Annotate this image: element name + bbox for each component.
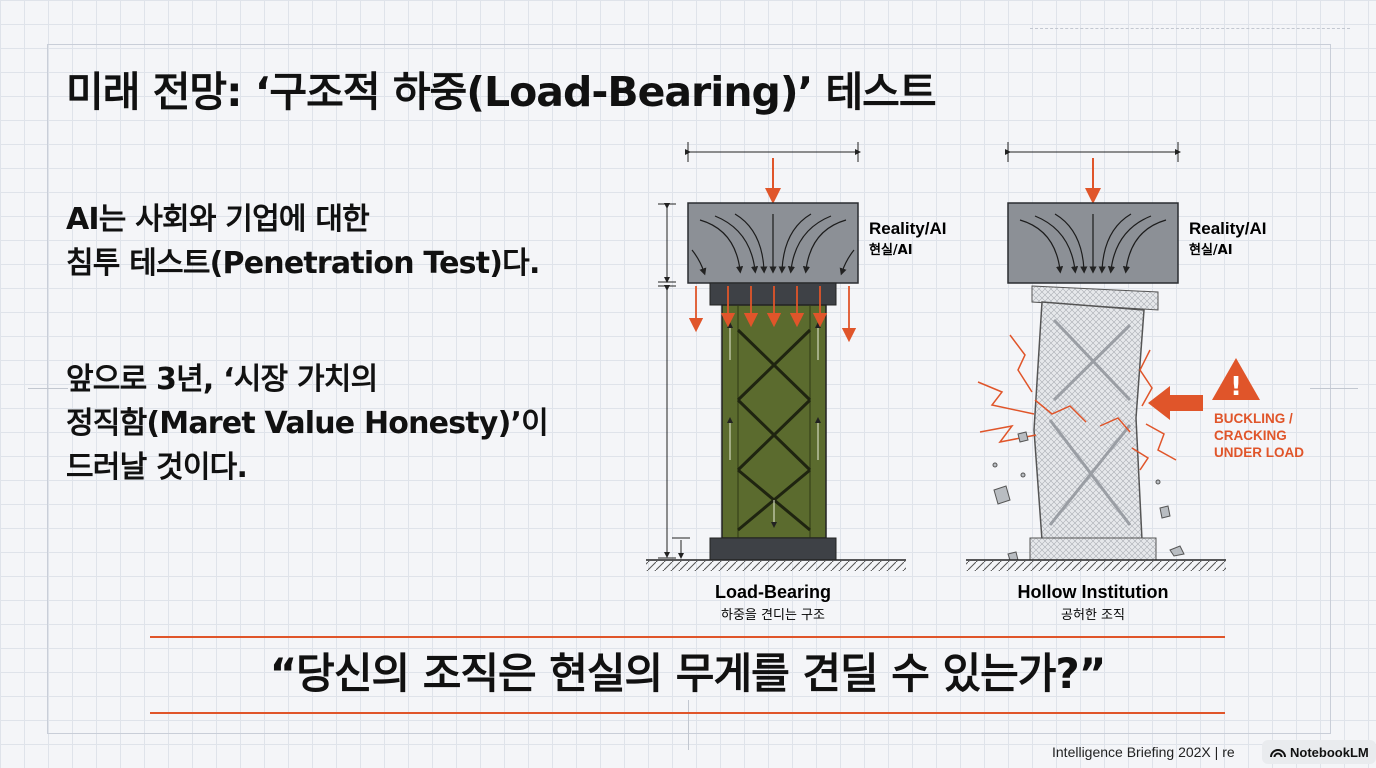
load-transfer-arrows (688, 286, 857, 343)
paragraph-line: 드러날 것이다. (66, 450, 248, 485)
paragraph-market-honesty: 앞으로 3년, ‘시장 가치의 정직함(Maret Value Honesty)… (66, 358, 549, 490)
load-bearing-structure: Reality/AI 현실/AI Load-Bearing 하중을 견디는 구조 (646, 142, 946, 623)
dimension-line (685, 142, 861, 162)
debris (992, 431, 1185, 561)
quote-rule-top (150, 636, 1225, 638)
dimension-line (1005, 142, 1181, 162)
ground-hatch (966, 561, 1226, 571)
base-plate (1029, 537, 1157, 561)
structural-load-diagram: Reality/AI 현실/AI Load-Bearing 하중을 견디는 구조 (646, 142, 1304, 623)
left-caption-ko: 하중을 견디는 구조 (721, 608, 825, 623)
guide-line (688, 700, 689, 750)
internal-force-arrows (727, 322, 821, 528)
quote-rule-bottom (150, 712, 1225, 714)
paragraph-line: AI는 사회와 기업에 대한 (66, 202, 370, 237)
paragraph-line: 정직함(Maret Value Honesty)’이 (66, 406, 549, 441)
left-load-label-ko: 현실/AI (869, 242, 913, 258)
paragraph-penetration-test: AI는 사회와 기업에 대한 침투 테스트(Penetration Test)다… (66, 198, 540, 286)
hollow-institution-structure: ! BUCKLING / CRACKING UNDER LOAD Reality… (966, 142, 1304, 623)
left-load-label-en: Reality/AI (869, 219, 946, 238)
load-flow-lines (691, 213, 855, 276)
warning-line: UNDER LOAD (1214, 445, 1304, 460)
crack-lines (977, 334, 1177, 471)
slide-title: 미래 전망: ‘구조적 하중(Load-Bearing)’ 테스트 (66, 68, 937, 116)
right-caption-ko: 공허한 조직 (1061, 608, 1125, 623)
buckling-force-arrow (1148, 386, 1203, 420)
left-caption-en: Load-Bearing (715, 582, 831, 602)
column-inner-lines (737, 305, 811, 538)
paragraph-line: 침투 테스트(Penetration Test)다. (66, 246, 540, 281)
warning-line: CRACKING (1214, 428, 1287, 443)
paragraph-line: 앞으로 3년, ‘시장 가치의 (66, 362, 378, 397)
right-load-label-ko: 현실/AI (1189, 242, 1233, 258)
slide-frame (47, 44, 1331, 734)
ruler-ticks (1030, 28, 1350, 30)
footer-text: Intelligence Briefing 202X | re (1052, 744, 1235, 760)
guide-line (1310, 388, 1358, 389)
notebooklm-badge[interactable]: NotebookLM (1262, 740, 1376, 764)
warning-line: BUCKLING / (1214, 411, 1293, 426)
guide-line (28, 388, 68, 389)
load-flow-lines (1019, 213, 1167, 274)
svg-text:!: ! (1230, 372, 1242, 402)
warning-triangle-icon: ! (1212, 358, 1260, 402)
notebooklm-brand-label: NotebookLM (1290, 744, 1369, 760)
cracked-bracing (1048, 318, 1132, 526)
cap-plate (709, 282, 837, 306)
ground-hatch (646, 561, 906, 571)
dimension-line (658, 203, 690, 559)
right-load-label-en: Reality/AI (1189, 219, 1266, 238)
notebooklm-logo-icon (1270, 749, 1286, 758)
closing-quote: “당신의 조직은 현실의 무게를 견딜 수 있는가?” (269, 649, 1107, 698)
right-caption-en: Hollow Institution (1018, 582, 1169, 602)
base-plate (709, 537, 837, 561)
